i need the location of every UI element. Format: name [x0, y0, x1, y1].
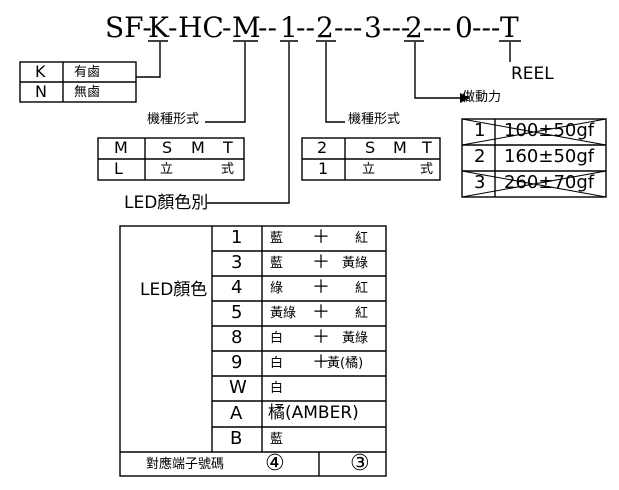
led-row-2-code: 3 — [231, 252, 243, 273]
mount-1-li: 立 — [160, 162, 174, 177]
mount-1-code-m: M — [114, 138, 128, 157]
led-color-label: LED顏色別 — [124, 193, 209, 213]
force-code-3: 3 — [474, 172, 486, 193]
led-row-3-a: 綠 — [270, 281, 284, 296]
led-row-5-plus: ＋ — [312, 327, 330, 348]
kn-desc-k: 有鹵 — [74, 65, 101, 80]
force-table-border — [461, 118, 607, 198]
led-row-9-code: B — [230, 428, 243, 449]
twob-leader — [414, 42, 460, 99]
kn-code-n: N — [35, 82, 47, 101]
led-row-8-code: A — [230, 403, 243, 424]
mount-2-li: 立 — [362, 162, 376, 177]
led-row-1-plus: ＋ — [312, 227, 330, 248]
led-row-6-b: 黃(橘) — [327, 356, 364, 371]
code-hc: HC — [178, 11, 224, 44]
force-label: 做動力 — [462, 90, 502, 105]
led-row-8-a: 橘(AMBER) — [268, 403, 359, 423]
led-row-1-a: 藍 — [270, 231, 284, 246]
mount-1-t: T — [223, 138, 233, 157]
k-leader — [136, 42, 161, 78]
mount-type-2-label: 機種形式 — [348, 112, 401, 127]
led-row-7-a: 白 — [270, 381, 284, 396]
code-zero: 0 — [455, 11, 473, 44]
led-row-6-a: 白 — [270, 356, 284, 371]
code-dash-1: - — [168, 11, 178, 44]
code-dash-2: - — [222, 11, 232, 44]
pin-4-icon: ④ — [265, 451, 285, 476]
code-dash-6: --- — [382, 11, 411, 44]
led-row-4-code: 5 — [231, 302, 243, 323]
led-row-3-plus: ＋ — [312, 277, 330, 298]
two-leader — [325, 42, 345, 123]
mount-1-shi: 式 — [221, 162, 235, 177]
force-code-1: 1 — [474, 120, 486, 141]
force-value-1: 100±50gf — [504, 120, 595, 141]
led-row-6-plus: ＋ — [312, 352, 330, 373]
code-dash-3: -- — [258, 11, 277, 44]
led-table-header: LED顏色 — [140, 280, 208, 300]
force-arrow-icon — [460, 93, 470, 103]
mount-2-s: S — [365, 138, 376, 157]
led-row-4-a: 黃綠 — [270, 306, 297, 321]
code-prefix: SF- — [105, 11, 152, 44]
led-row-4-b: 紅 — [355, 306, 369, 321]
code-two-b: 2 — [405, 11, 423, 44]
mount-1-code-l: L — [114, 159, 123, 178]
led-row-3-b: 紅 — [355, 281, 369, 296]
led-row-9-a: 藍 — [270, 432, 284, 447]
led-row-6-code: 9 — [231, 352, 243, 373]
mount-type-1-label: 機種形式 — [147, 112, 200, 127]
kn-desc-n: 無鹵 — [74, 85, 101, 100]
led-row-2-plus: ＋ — [312, 252, 330, 273]
code-three: 3 — [364, 11, 382, 44]
code-t: T — [500, 11, 519, 44]
mount-1-s: S — [162, 138, 173, 157]
led-row-7-code: W — [229, 377, 247, 398]
code-dash-4: -- — [296, 11, 315, 44]
m-leader — [205, 42, 246, 123]
code-dash-5: --- — [334, 11, 363, 44]
code-m: M — [232, 11, 261, 44]
reel-label: REEL — [511, 64, 554, 84]
force-code-2: 2 — [474, 146, 486, 167]
mount-2-shi: 式 — [420, 162, 434, 177]
led-row-1-code: 1 — [231, 227, 243, 248]
led-row-3-code: 4 — [231, 277, 243, 298]
led-row-5-b: 黃綠 — [342, 331, 369, 346]
code-two: 2 — [316, 11, 334, 44]
code-dash-8: --- — [472, 11, 501, 44]
led-row-2-b: 黃綠 — [342, 256, 369, 271]
mount-2-m: M — [393, 138, 407, 157]
pin-3-icon: ③ — [350, 451, 370, 476]
code-dash-7: --- — [423, 11, 452, 44]
mount-2-code-2: 2 — [317, 138, 328, 157]
one-leader — [207, 42, 290, 204]
mount-2-t: T — [422, 138, 432, 157]
code-k: K — [148, 11, 169, 44]
mount-2-code-1: 1 — [318, 159, 329, 178]
led-row-5-code: 8 — [231, 327, 243, 348]
pin-label: 對應端子號碼 — [146, 457, 225, 472]
kn-code-k: K — [35, 62, 46, 81]
led-row-4-plus: ＋ — [312, 302, 330, 323]
force-value-2: 160±50gf — [504, 146, 595, 167]
mount-1-m: M — [191, 138, 205, 157]
code-one: 1 — [280, 11, 298, 44]
led-row-5-a: 白 — [270, 331, 284, 346]
led-row-2-a: 藍 — [270, 256, 284, 271]
led-row-1-b: 紅 — [355, 231, 369, 246]
force-value-3: 260±70gf — [504, 172, 595, 193]
